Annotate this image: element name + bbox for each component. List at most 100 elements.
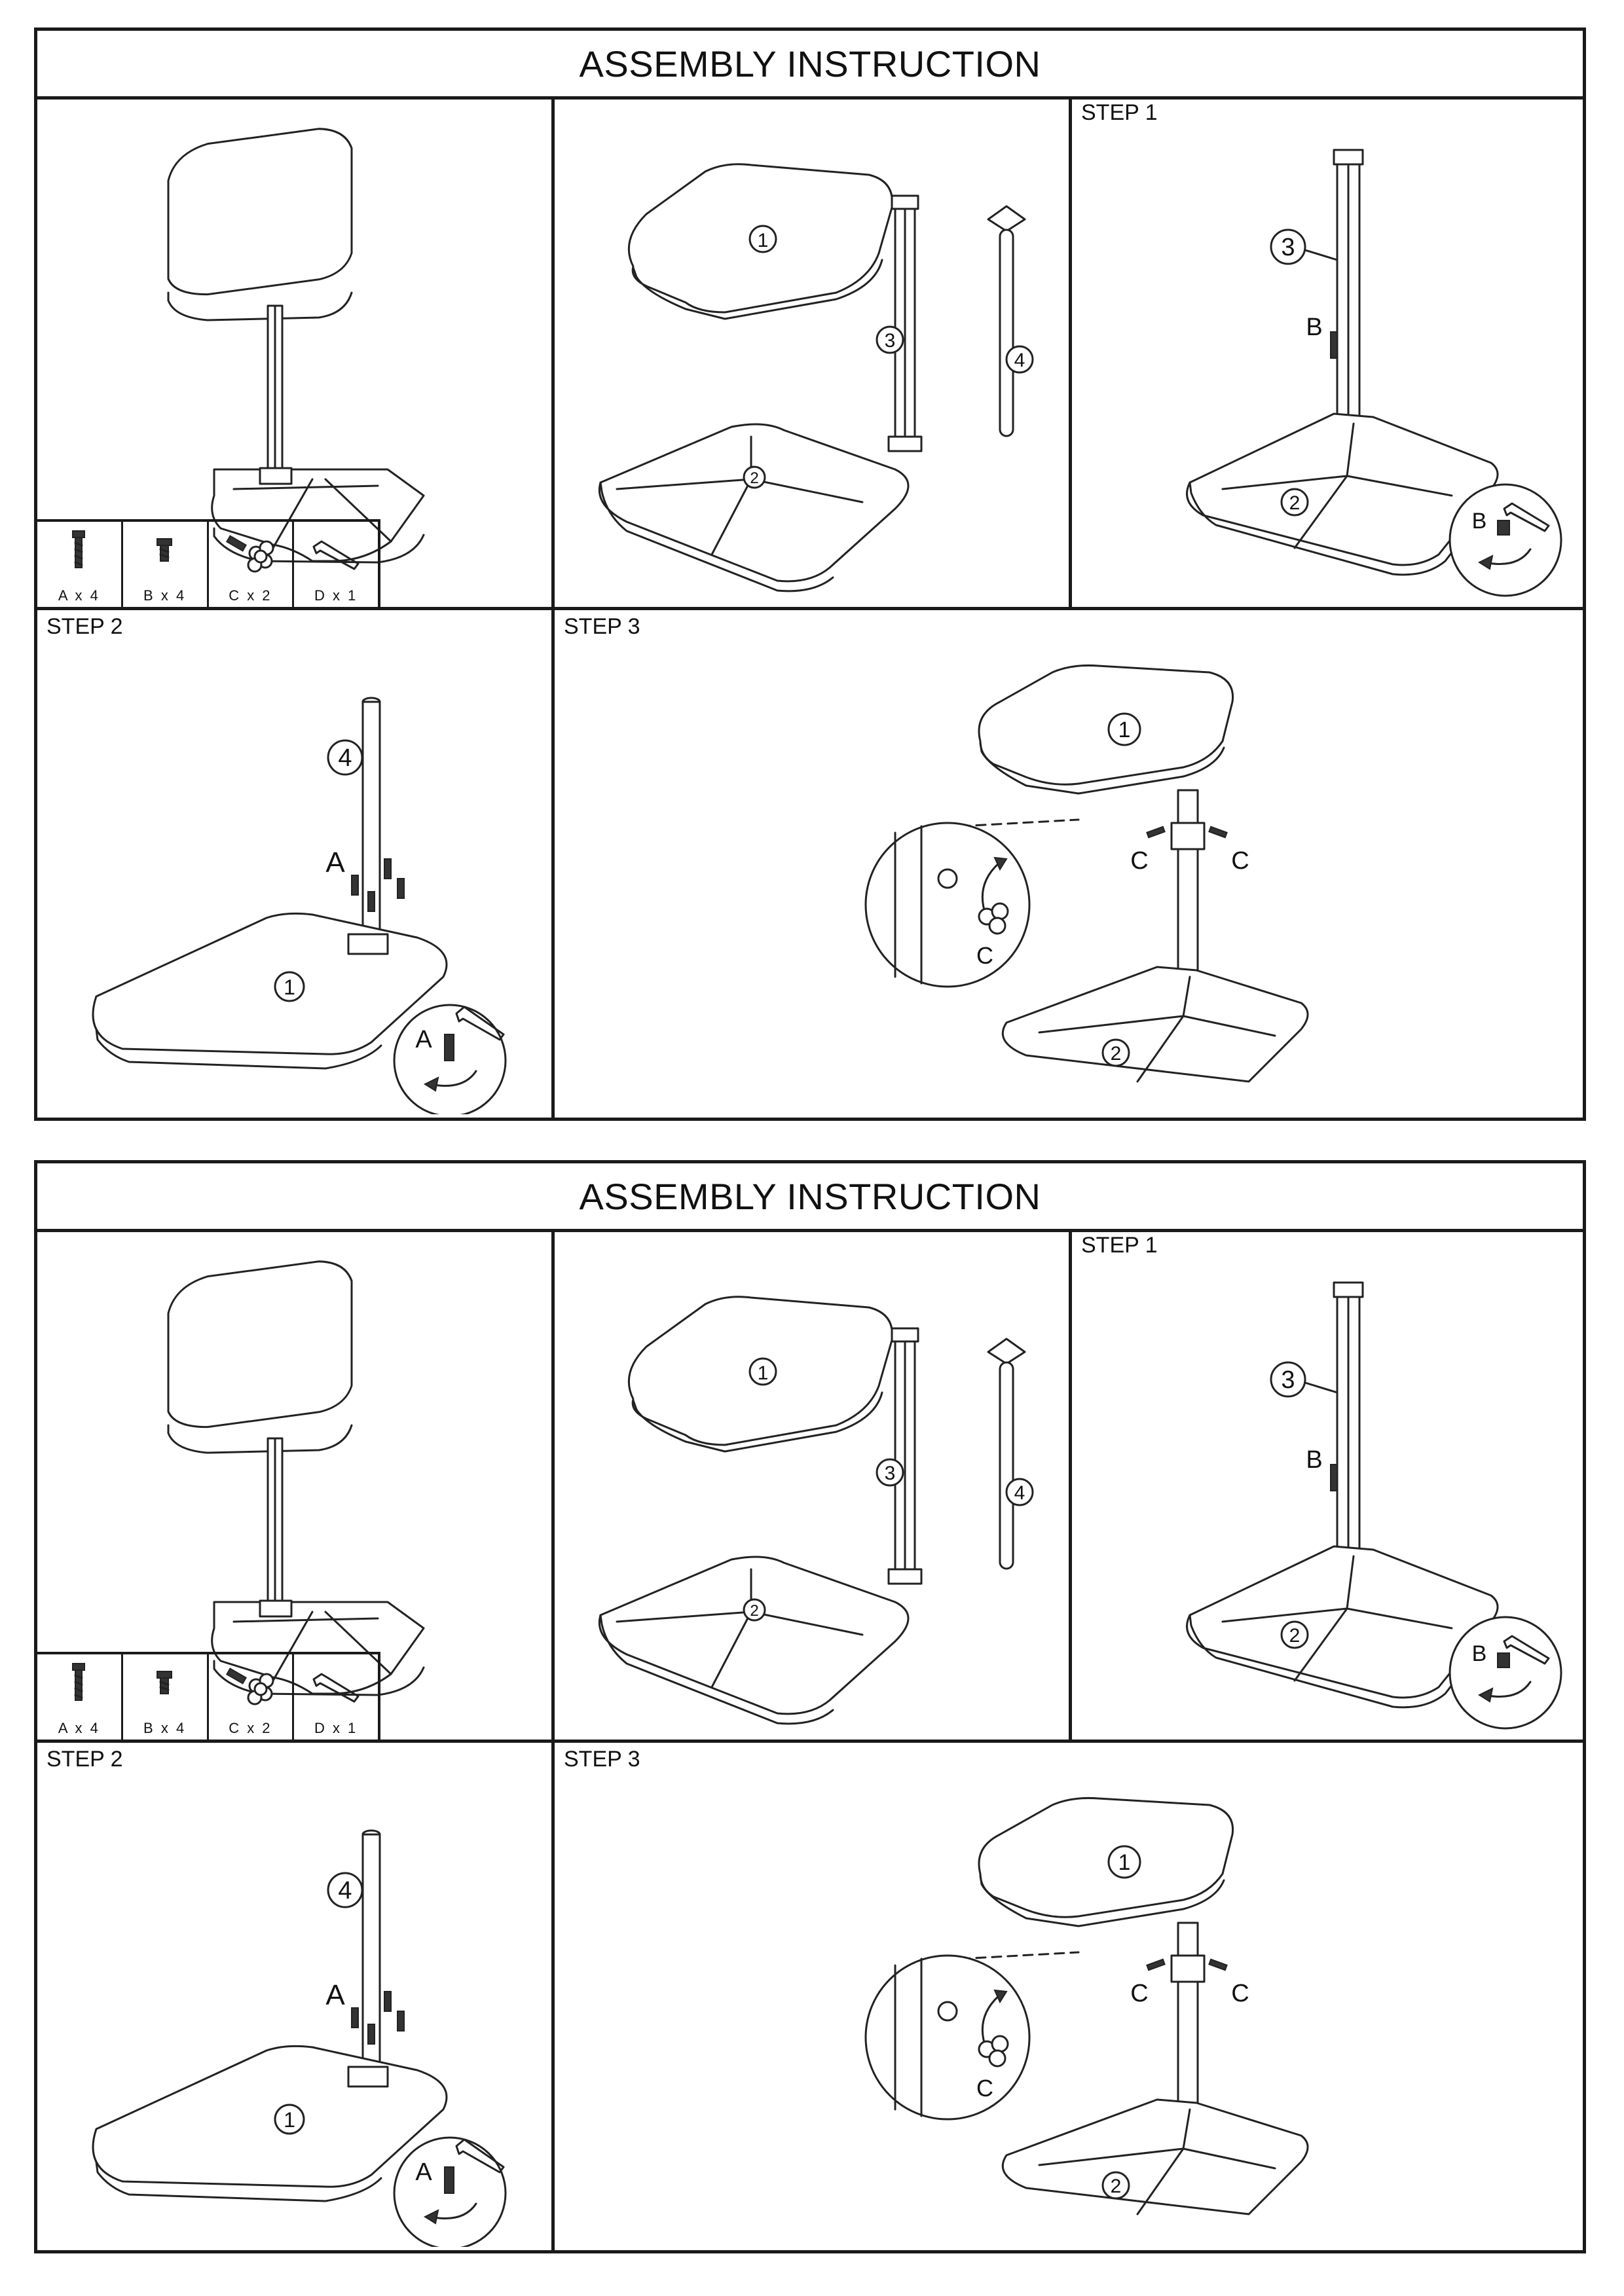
part-callout: 1 [284,975,295,999]
hardware-item: B x 4 [120,1654,207,1740]
hardware-item: A x 4 [37,522,121,607]
part-callout: 1 [1118,718,1131,742]
callout-2-circle [743,465,766,489]
parts-panel: 1 3 4 2 [555,1229,1072,1743]
hardware-qty: B x 4 [143,587,187,604]
callout-2-circle [743,1598,766,1622]
part-callout: 3 [885,1463,896,1484]
fastener-label: B [1306,314,1322,341]
step-2-panel: STEP 2 4 A 1 A [37,610,555,1118]
part-callout: 1 [758,230,769,251]
knob-label: C [1130,847,1148,875]
sheet-title: ASSEMBLY INSTRUCTION [37,1163,1583,1232]
callout-1-circle [748,225,777,253]
step-label: STEP 1 [1081,100,1158,125]
parts-drawing: 1 3 4 2 [598,163,1034,592]
step-label: STEP 3 [564,1747,640,1772]
detail-circle [864,822,1031,988]
part-callout: 1 [1118,1850,1131,1875]
part-callout: 2 [1111,2176,1122,2197]
callout-4-circle [1005,345,1034,374]
hardware-table: A x 4 B x 4 C x 2 [37,519,380,607]
step-2-panel: STEP 2 4 A 1 A [37,1743,555,2250]
step-2-drawing: 4 A 1 A [92,1829,507,2247]
callout-3-circle [1270,228,1306,265]
detail-fastener-label: B [1472,509,1487,534]
part-callout: 1 [284,2108,295,2132]
hardware-item: C x 2 [206,522,293,607]
callout-1-circle [274,2104,305,2135]
assembled-table-panel: A x 4 B x 4 C x 2 [37,1229,555,1743]
hardware-item: D x 1 [292,522,378,607]
callout-1-circle [1107,712,1141,746]
callout-2-circle [1280,1620,1309,1649]
step-label: STEP 2 [46,1747,123,1772]
detail-fastener-label: A [415,2159,432,2186]
part-callout: 2 [1111,1043,1122,1065]
hardware-item: D x 1 [292,1654,378,1740]
knob-label: C [1231,1980,1249,2007]
callout-1-circle [274,971,305,1002]
detail-fastener-label: B [1472,1641,1487,1666]
part-callout: 2 [750,469,758,487]
knob-c-icon [225,1667,274,1705]
step-3-panel: STEP 3 1 C C C 2 [555,1743,1583,2250]
assembled-table-drawing [167,128,425,564]
knob-c-icon [225,535,274,573]
allen-key-d-icon [312,540,360,570]
step-1-drawing: 3 B 2 B [1186,1281,1562,1730]
hardware-qty: C x 2 [229,587,272,604]
detail-fastener-label: A [415,1026,432,1053]
part-callout: 2 [1289,492,1301,514]
allen-key-d-icon [312,1673,360,1703]
part-callout: 1 [758,1362,769,1384]
screw-b-icon [156,1671,172,1694]
step-3-drawing: 1 C C C 2 [864,1796,1309,2215]
hardware-item: A x 4 [37,1654,121,1740]
hardware-item: B x 4 [120,522,207,607]
screw-a-icon [72,530,85,568]
callout-2-circle [1101,2171,1130,2200]
instruction-sheet: ASSEMBLY INSTRUCTION A x 4 [34,27,1586,1121]
step-3-drawing: 1 C C C 2 [864,664,1309,1083]
step-3-panel: STEP 3 1 C C C 2 [555,610,1583,1118]
fastener-label: B [1306,1446,1322,1474]
sheet-title: ASSEMBLY INSTRUCTION [37,31,1583,100]
detail-knob-label: C [976,942,993,969]
screw-b-icon [156,538,172,562]
callout-2-circle [1280,488,1309,517]
hardware-qty: C x 2 [229,1720,272,1736]
part-callout: 3 [1281,234,1295,261]
callout-3-circle [876,325,904,354]
detail-circle [1449,483,1562,597]
callout-3-circle [1270,1361,1306,1398]
parts-panel: 1 3 4 2 [555,96,1072,610]
callout-1-circle [1107,1845,1141,1879]
part-callout: 3 [885,330,896,352]
hardware-qty: B x 4 [143,1720,187,1736]
instruction-sheet: ASSEMBLY INSTRUCTION A x 4 [34,1160,1586,2253]
part-callout: 2 [750,1602,758,1620]
detail-knob-label: C [976,2075,993,2102]
step-label: STEP 3 [564,614,640,639]
fastener-label: A [325,1979,345,2011]
detail-circle [1449,1616,1562,1730]
part-callout: 4 [1014,1482,1025,1504]
parts-drawing: 1 3 4 2 [598,1296,1034,1725]
hardware-item: C x 2 [206,1654,293,1740]
part-callout: 4 [338,1877,352,1904]
knob-label: C [1231,847,1249,875]
callout-4-circle [327,1872,363,1908]
part-callout: 2 [1289,1625,1301,1647]
step-label: STEP 2 [46,614,123,639]
knob-label: C [1130,1980,1148,2007]
fastener-label: A [325,847,345,879]
assembled-table-drawing [167,1260,425,1696]
hardware-qty: D x 1 [314,587,358,604]
hardware-table: A x 4 B x 4 C x 2 [37,1652,380,1740]
step-1-panel: STEP 1 3 B 2 B [1072,1229,1583,1743]
hardware-qty: A x 4 [58,1720,100,1736]
step-1-panel: STEP 1 3 B 2 B [1072,96,1583,610]
step-1-drawing: 3 B 2 B [1186,149,1562,597]
step-label: STEP 1 [1081,1233,1158,1258]
